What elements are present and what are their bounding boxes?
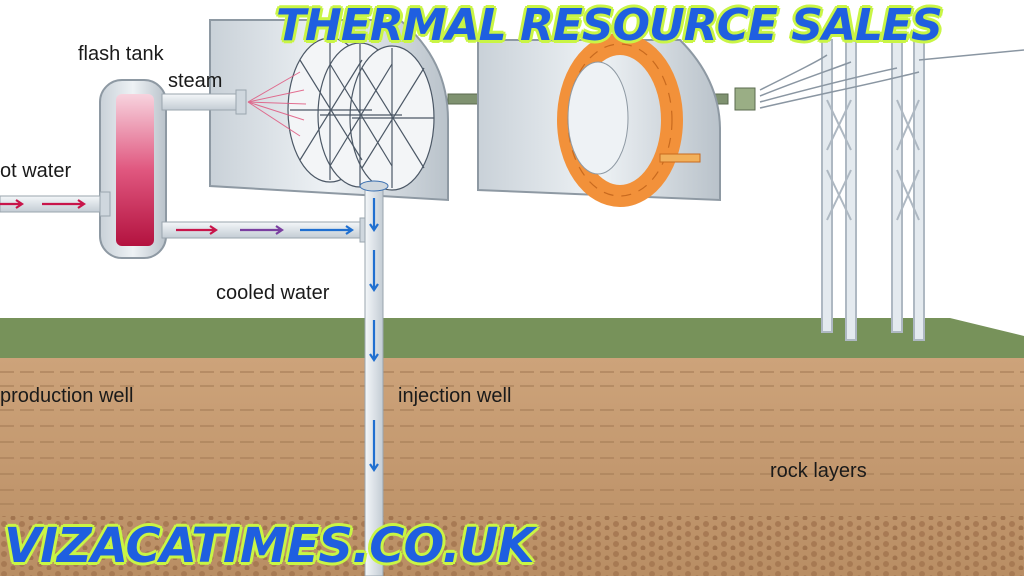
watermark-text: VIZACATIMES.CO.UK [4, 518, 535, 574]
flow-arrows [0, 198, 379, 472]
steam-label: steam [168, 70, 223, 92]
page-title: THERMAL RESOURCE SALES [276, 0, 943, 51]
steam-pipe [161, 93, 247, 111]
rock-strata-lines [0, 371, 1024, 505]
grass-surface [0, 318, 1024, 360]
deep-rock-layer [0, 516, 1024, 576]
cooled-water-label: cooled water [216, 282, 330, 304]
flash-tank-label: flash tank [78, 43, 164, 65]
rock-layers-label: rock layers [770, 460, 867, 482]
generator-coil [557, 33, 701, 207]
steam-spray [247, 71, 307, 137]
flash-tank-fluid [116, 94, 154, 246]
production-well-label: production well [0, 385, 134, 407]
injection-well-label: injection well [398, 385, 512, 407]
power-pylons [759, 39, 1024, 341]
turbine-blades [287, 37, 435, 191]
hot-water-label: ot water [0, 160, 72, 182]
